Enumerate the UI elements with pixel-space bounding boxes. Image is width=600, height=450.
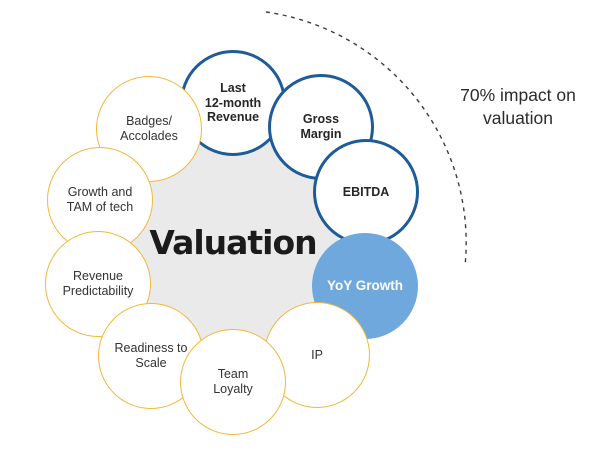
impact-annotation: 70% impact on valuation (460, 85, 576, 128)
node-badges-accolades: Badges/ Accolades (96, 76, 202, 182)
node-team-loyalty: Team Loyalty (180, 329, 286, 435)
node-label: Gross Margin (300, 112, 342, 141)
node-label: YoY Growth (326, 278, 403, 294)
node-label: Growth and TAM of tech (66, 185, 134, 214)
node-label: Team Loyalty (213, 367, 253, 396)
node-label: Readiness to Scale (114, 341, 188, 370)
node-label: Badges/ Accolades (120, 114, 178, 143)
valuation-title: Valuation (149, 222, 317, 262)
node-label: Revenue Predictability (62, 269, 134, 298)
node-ebitda: EBITDA (313, 139, 419, 245)
node-label: EBITDA (342, 184, 390, 199)
node-label: IP (311, 347, 323, 362)
node-label: Last 12-month Revenue (204, 80, 262, 125)
